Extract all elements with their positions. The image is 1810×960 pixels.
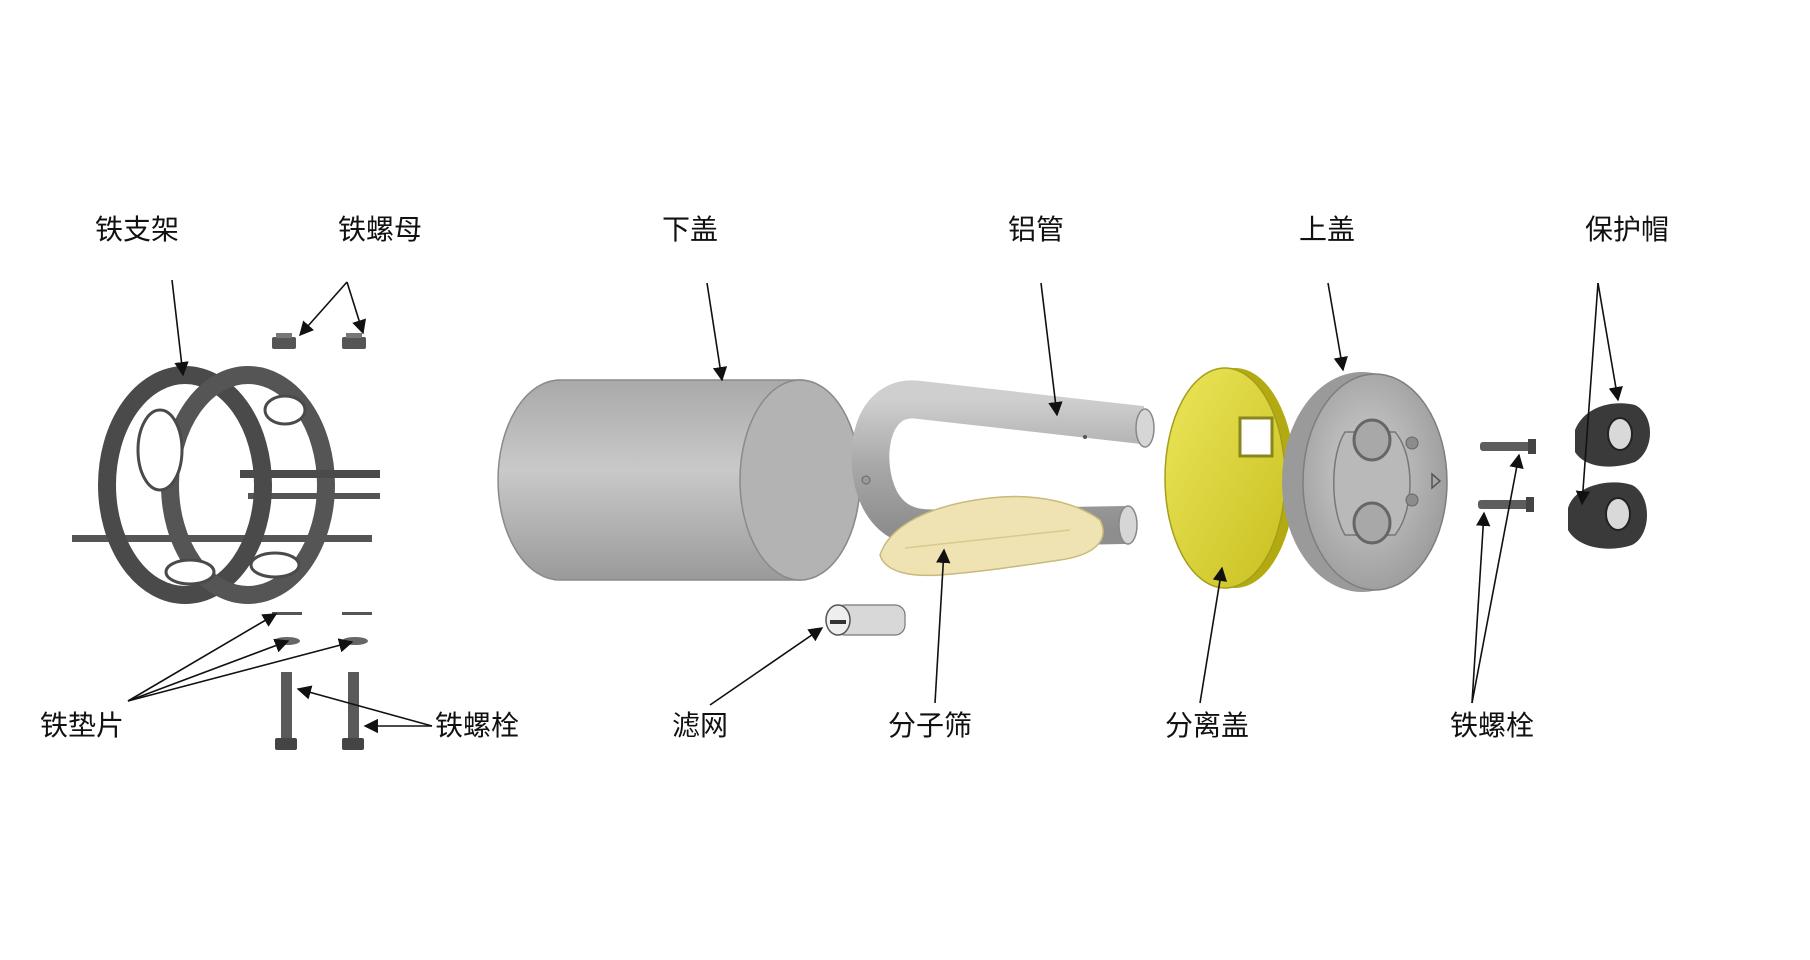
leader-protective-cap-a bbox=[1597, 282, 1623, 402]
label-filter-screen: 滤网 bbox=[672, 709, 729, 742]
label-upper-cover: 上盖 bbox=[1299, 213, 1356, 246]
iron-washer-2 bbox=[342, 612, 372, 615]
leader-lines bbox=[127, 279, 1623, 734]
leader-iron-bolt-right-b bbox=[1471, 511, 1491, 704]
leader-filter-screen bbox=[709, 627, 824, 706]
label-iron-bolt-left: 铁螺栓 bbox=[435, 709, 520, 742]
molecular-sieve bbox=[879, 495, 1104, 577]
leader-iron-washer-b bbox=[127, 638, 290, 702]
iron-bracket bbox=[72, 366, 380, 604]
leader-aluminum-tube bbox=[1040, 282, 1063, 417]
leader-iron-nut-a bbox=[299, 281, 348, 337]
iron-nut-left bbox=[272, 333, 296, 349]
label-aluminum-tube: 铝管 bbox=[1008, 213, 1065, 246]
leader-upper-cover bbox=[1327, 282, 1348, 372]
iron-nut-right bbox=[342, 333, 366, 349]
label-separation-cover: 分离盖 bbox=[1165, 709, 1250, 742]
leader-iron-washer-a bbox=[127, 613, 278, 702]
leader-iron-nut-b bbox=[346, 281, 366, 335]
iron-washer-1 bbox=[272, 612, 302, 615]
iron-bolt-left-2 bbox=[342, 672, 364, 750]
label-lower-cover: 下盖 bbox=[662, 213, 719, 246]
leader-iron-bolt-left-a bbox=[296, 685, 433, 727]
iron-bolt-right-1 bbox=[1480, 439, 1536, 454]
leader-protective-cap-b bbox=[1575, 282, 1599, 506]
leader-molecular-sieve bbox=[934, 548, 951, 704]
protective-cap-1 bbox=[1575, 403, 1650, 467]
iron-bolt-left-1 bbox=[275, 672, 297, 750]
label-iron-bracket: 铁支架 bbox=[95, 213, 180, 246]
filter-screen bbox=[825, 604, 906, 636]
label-iron-bolt-right: 铁螺栓 bbox=[1450, 709, 1535, 742]
label-molecular-sieve: 分子筛 bbox=[888, 709, 973, 742]
iron-bolt-right-2 bbox=[1478, 497, 1534, 512]
label-iron-nut: 铁螺母 bbox=[338, 213, 423, 246]
protective-cap-2 bbox=[1568, 482, 1647, 549]
lower-cover bbox=[497, 379, 862, 581]
leader-lower-cover bbox=[706, 282, 728, 382]
label-protective-cap: 保护帽 bbox=[1585, 213, 1670, 246]
separation-cover bbox=[1164, 367, 1295, 589]
upper-cover bbox=[1282, 372, 1448, 592]
leader-separation-cover bbox=[1199, 566, 1228, 704]
leader-iron-washer-c bbox=[127, 638, 354, 702]
label-iron-washer: 铁垫片 bbox=[40, 709, 125, 742]
leader-iron-bolt-right-a bbox=[1471, 453, 1524, 704]
leader-iron-bracket bbox=[171, 279, 189, 377]
